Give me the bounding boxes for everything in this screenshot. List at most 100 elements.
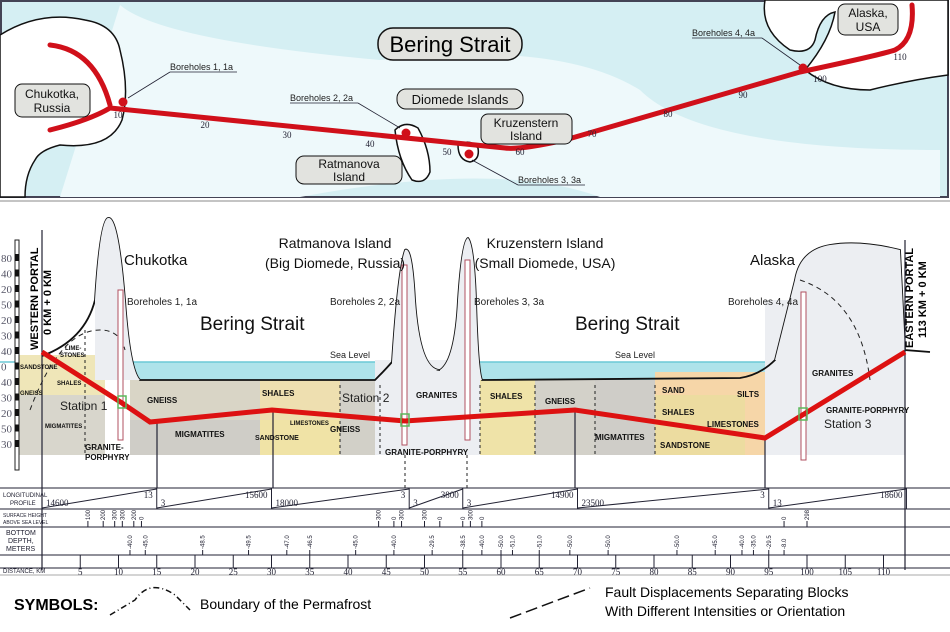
rock-label: GRANITES <box>416 391 458 400</box>
profile-left-value: 3 <box>161 498 166 508</box>
profile-right-value: 18600 <box>880 490 903 500</box>
elevation-tick-label: 40 <box>1 377 13 389</box>
elevation-tick-label: 40 <box>1 269 13 281</box>
portal-lines <box>41 230 906 570</box>
rock-labels: LIME- STONES SANDSTONE SHALES GNEISS MIG… <box>20 346 910 462</box>
elevation-tick-label: 50 <box>1 300 13 312</box>
rock-label: SAND <box>662 386 685 395</box>
surface-height-value: 298 <box>805 509 811 520</box>
rock-label: SANDSTONE <box>660 441 711 450</box>
diomede-label-box <box>396 88 524 110</box>
station-markers <box>117 395 808 427</box>
elevation-tick <box>15 362 19 370</box>
bottom-depth-value: -38.5 <box>461 535 467 549</box>
elevation-tick-label: 20 <box>1 315 13 327</box>
map-km-mark: 20 <box>201 120 211 130</box>
borehole-2-label: Boreholes 2, 2a <box>330 297 400 308</box>
bottom-depth-value: -45.0 <box>143 535 149 549</box>
bottom-depth-value: -51.0 <box>537 535 543 549</box>
bottom-depth-value: -40.0 <box>128 535 134 549</box>
map-borehole-4-label: Boreholes 4, 4a <box>692 28 755 38</box>
profile-gradient-line <box>409 488 463 509</box>
tunnel-route <box>47 2 915 151</box>
map-km-mark: 90 <box>739 90 749 100</box>
fault-symbol-icon <box>509 587 591 619</box>
profile-left-value: 13 <box>773 498 783 508</box>
rock-label: SANDSTONE <box>255 435 299 442</box>
map-title-box <box>377 27 523 61</box>
elevation-tick <box>15 393 19 401</box>
elevation-tick <box>15 269 19 277</box>
kruzenstern-label-box <box>480 113 573 145</box>
elevation-tick <box>15 440 19 447</box>
rock-label: MIGMATITES <box>175 430 225 439</box>
bottom-depth-value: -35.0 <box>751 535 757 549</box>
distance-tick-label: 90 <box>726 567 736 577</box>
surface-height-value: 300 <box>468 509 474 520</box>
alaska-mountain <box>775 243 905 360</box>
bottom-depth-value: -50.0 <box>568 535 574 549</box>
distance-tick-label: 100 <box>800 567 814 577</box>
permafrost-boundary-east <box>799 279 871 381</box>
elevation-tick-label: 30 <box>1 393 13 405</box>
profile-table <box>0 487 950 576</box>
surface-height-value: 0 <box>461 516 467 520</box>
ratmanova-subheading: (Big Diomede, Russia) <box>265 255 405 271</box>
profile-gradient-line <box>156 488 272 509</box>
borehole-2-marker <box>401 128 411 138</box>
rock-label: MIGMATITES <box>595 433 645 442</box>
ratmanova-label-2: Island <box>333 170 365 184</box>
profile-left-value: 14600 <box>46 498 69 508</box>
distance-tick-label: 65 <box>535 567 545 577</box>
distance-tick-label: 40 <box>344 567 354 577</box>
elevation-tick-label: 20 <box>1 408 13 420</box>
profile-left-value: 3 <box>413 498 418 508</box>
bottom-depth-value: -29.5 <box>767 535 773 549</box>
elevation-tick-label: 20 <box>1 284 13 296</box>
elevation-tick <box>15 285 19 292</box>
profile-right-value: 3800 <box>441 490 460 500</box>
profile-right-value: 13 <box>144 490 154 500</box>
elevation-tick <box>15 424 19 432</box>
distance-tick-label: 85 <box>688 567 698 577</box>
profile-gradient-line <box>768 488 907 509</box>
distance-tick-label: 70 <box>573 567 583 577</box>
rock-label: PORPHYRY <box>85 453 130 462</box>
profile-gradient-line <box>577 488 769 509</box>
chukotka-label-2: Russia <box>34 101 71 115</box>
row-label-surface-2: ABOVE SEA LEVEL <box>3 520 49 526</box>
distance-tick-label: 45 <box>382 567 392 577</box>
alaska-label-2: USA <box>856 20 881 34</box>
row-label-depth: BOTTOM <box>6 530 36 537</box>
fault-legend-label: Fault Displacements Separating Blocks <box>605 584 849 600</box>
ratmanova-label: Ratmanova <box>318 157 380 171</box>
legend: SYMBOLS: Boundary of the Permafrost Faul… <box>14 584 849 619</box>
distance-tick-label: 15 <box>152 567 162 577</box>
distance-tick-label: 60 <box>497 567 507 577</box>
rock-label: SILTS <box>737 390 760 399</box>
map-borehole-2-label: Boreholes 2, 2a <box>290 93 353 103</box>
table-row-labels: LONGITUDINAL PROFILE SURFACE HEIGHT ABOV… <box>3 493 49 575</box>
rock-label: GRANITE- <box>85 443 124 452</box>
distance-tick-label: 75 <box>611 567 621 577</box>
bottom-depth-value: -48.5 <box>201 535 207 549</box>
elevation-tick-label: 30 <box>1 331 13 343</box>
distance-tick-label: 10 <box>114 567 124 577</box>
borehole-1-label: Boreholes 1, 1a <box>127 297 197 308</box>
rock-label: GRANITE-PORPHYRY <box>385 448 469 457</box>
elevation-tick <box>15 300 19 308</box>
row-label-depth-2: DEPTH, <box>8 538 34 545</box>
bottom-depth-value: -40.0 <box>392 535 398 549</box>
map-km-mark: 110 <box>893 52 907 62</box>
ratmanova-label-box <box>295 155 403 185</box>
borehole-4-label: Boreholes 4, 4a <box>728 297 798 308</box>
surface-height-value: 0 <box>392 516 398 520</box>
elevation-tick <box>15 254 19 261</box>
map-km-mark: 40 <box>366 139 376 149</box>
chukotka-heading: Chukotka <box>124 252 188 269</box>
rock-label: LIME- <box>65 346 81 352</box>
surface-height-value: 300 <box>423 509 429 520</box>
distance-tick-label: 110 <box>877 567 891 577</box>
